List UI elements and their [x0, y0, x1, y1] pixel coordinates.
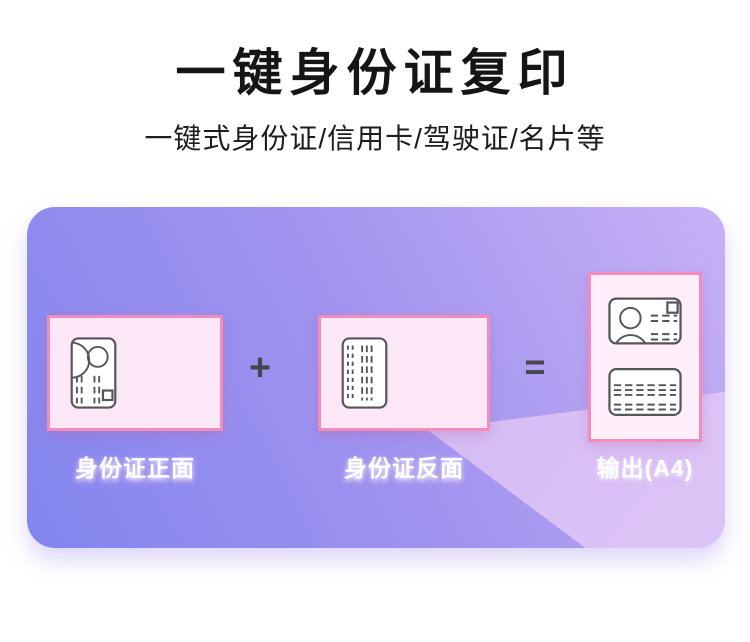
equals-operator: =	[524, 346, 546, 387]
page-title: 一键身份证复印	[175, 45, 575, 101]
output-a4-label: 输出(A4)	[596, 455, 694, 481]
id-card-front-portrait-icon	[70, 337, 117, 409]
output-a4-card	[588, 272, 702, 442]
id-copy-diagram-panel: + =	[27, 207, 725, 548]
id-back-card	[318, 315, 490, 431]
id-card-back-icon	[608, 367, 682, 417]
id-front-label: 身份证正面	[75, 455, 195, 481]
id-front-card	[47, 315, 223, 431]
plus-operator: +	[248, 347, 272, 389]
id-card-front-icon	[608, 297, 682, 345]
page-subtitle: 一键式身份证/信用卡/驾驶证/名片等	[144, 123, 606, 154]
id-card-back-portrait-icon	[341, 337, 388, 409]
id-back-label: 身份证反面	[344, 455, 464, 481]
